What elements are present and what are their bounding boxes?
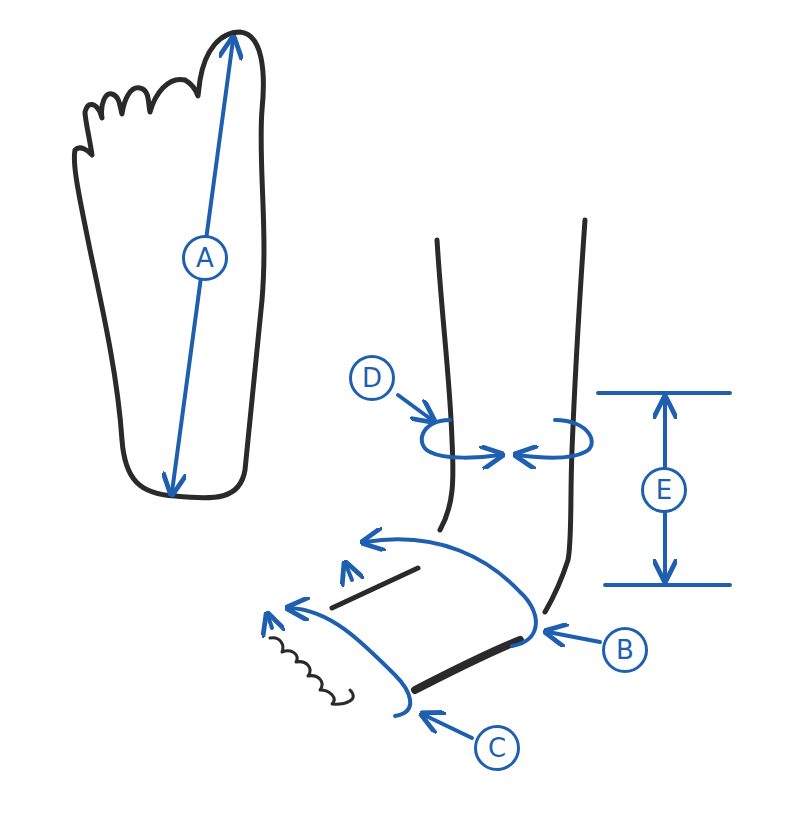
sole-outline [74, 32, 264, 498]
leader-line [398, 395, 432, 420]
callout-text: A [196, 245, 214, 271]
callout-letter: C [474, 725, 520, 771]
ankle-arc [422, 420, 500, 458]
foot-top [332, 568, 418, 608]
instep-arc [365, 539, 536, 646]
dimension-arrow [663, 513, 667, 578]
callout-text: B [616, 637, 634, 663]
callout-letter: A [182, 235, 228, 281]
dimension-arrow [663, 400, 667, 467]
small-arrow [268, 616, 272, 628]
callout-letter: D [349, 355, 395, 401]
length-arrow [172, 40, 233, 492]
leader-line [424, 715, 472, 738]
callout-text: C [488, 735, 506, 761]
callout-letter: B [602, 627, 648, 673]
ankle-arc [518, 420, 592, 458]
ball-arc [290, 608, 410, 716]
dimension-line [598, 393, 730, 585]
small-arrow [346, 565, 352, 580]
leader-line [548, 632, 600, 642]
toes [270, 638, 353, 704]
leg-outline [437, 240, 453, 530]
callout-text: D [362, 365, 382, 391]
callout-letter: E [641, 467, 687, 513]
foot-sole [415, 640, 520, 690]
callout-text: E [656, 477, 672, 503]
leg-outline [545, 220, 585, 612]
